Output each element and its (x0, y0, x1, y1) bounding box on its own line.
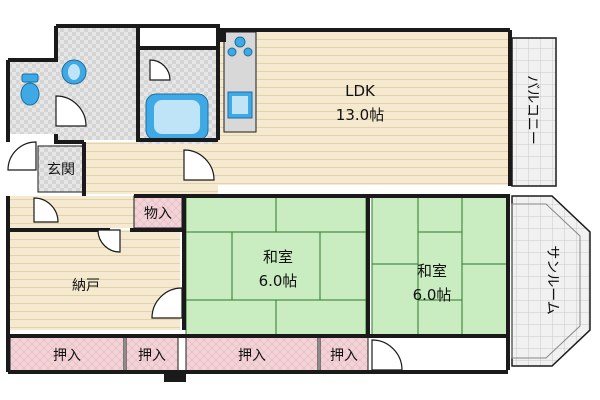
washitsu-left-label: 和室 (263, 248, 293, 266)
balcony-area (511, 37, 557, 187)
kitchen-counter (223, 31, 257, 133)
sunroom-label: サンルーム (544, 245, 560, 315)
ldk-room (218, 30, 510, 185)
closet-mid (133, 195, 183, 229)
closet-mid-label: 物入 (144, 206, 172, 222)
balcony-label: バルコニー (524, 75, 540, 145)
pillar (218, 28, 226, 42)
oshiire-label-1: 押入 (53, 348, 81, 364)
ldk-label: LDK (345, 82, 376, 100)
oshiire-label-2: 押入 (138, 348, 166, 364)
washitsu-left-size-label: 6.0帖 (259, 272, 298, 290)
oshiire-label-4: 押入 (330, 348, 358, 364)
bathroom (138, 48, 216, 144)
nando-label: 納戸 (72, 278, 100, 294)
washitsu-right-label: 和室 (417, 262, 447, 280)
washitsu-left (185, 195, 367, 337)
washitsu-right-size-label: 6.0帖 (413, 286, 452, 304)
ldk-size-label: 13.0帖 (336, 106, 384, 124)
door-swings (7, 59, 403, 371)
genkan-label: 玄関 (47, 161, 75, 178)
oshiire-label-3: 押入 (238, 348, 266, 364)
sunroom-area (511, 195, 591, 367)
pillar-bottom (164, 370, 186, 382)
washitsu-right (371, 195, 509, 337)
nando-room (10, 230, 180, 330)
toilet-room (10, 62, 56, 134)
